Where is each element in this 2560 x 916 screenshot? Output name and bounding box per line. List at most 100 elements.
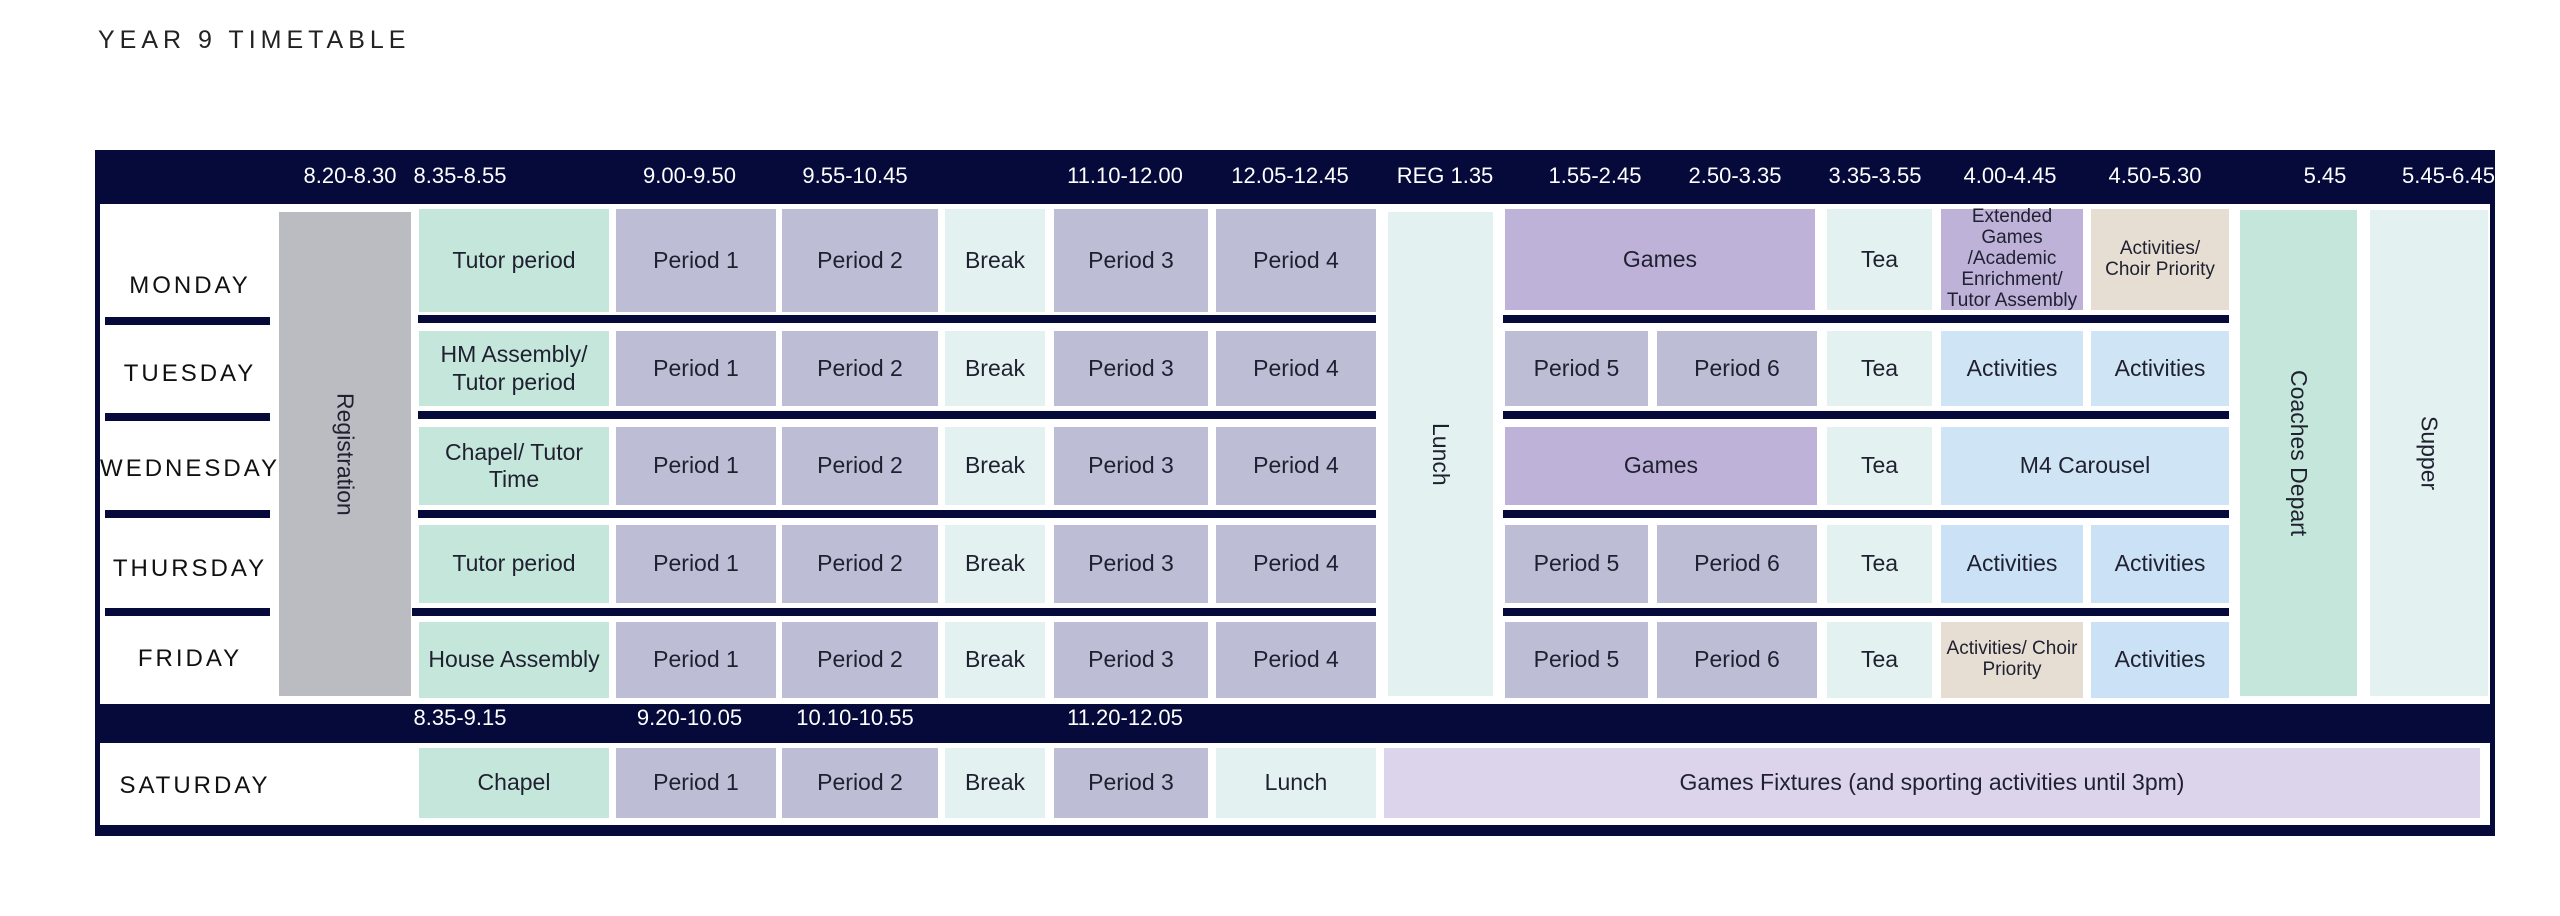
- saturday-time-header: 8.35-9.15: [413, 705, 507, 730]
- row-separator: [1503, 510, 2229, 518]
- thursday-tea: Tea: [1827, 525, 1932, 603]
- row-separator: [412, 608, 1376, 616]
- time-header: 9.00-9.50: [643, 163, 736, 188]
- time-header: 11.10-12.00: [1067, 163, 1183, 188]
- tuesday-period-6: Period 6: [1657, 331, 1817, 406]
- time-header: 2.50-3.35: [1688, 163, 1782, 188]
- tuesday-period-3: Period 3: [1054, 331, 1208, 406]
- time-header: 9.55-10.45: [802, 163, 908, 188]
- row-separator: [418, 315, 1376, 323]
- wednesday-period-1: Period 1: [616, 427, 776, 505]
- time-header: 3.35-3.55: [1828, 163, 1922, 188]
- friday-period-6: Period 6: [1657, 622, 1817, 698]
- monday-period-3: Period 3: [1054, 209, 1208, 312]
- saturday-period-1: Period 1: [616, 748, 776, 818]
- thursday-tutor-period: Tutor period: [419, 525, 609, 603]
- registration-label: Registration: [332, 392, 359, 516]
- day-label-friday: FRIDAY: [137, 645, 243, 672]
- saturday-break: Break: [945, 748, 1045, 818]
- monday-period-2: Period 2: [782, 209, 938, 312]
- tuesday-activities-2: Activities: [2091, 331, 2229, 406]
- row-separator: [1503, 315, 2229, 323]
- friday-break: Break: [945, 622, 1045, 698]
- thursday-period-3: Period 3: [1054, 525, 1208, 603]
- day-separator: [105, 413, 270, 421]
- monday-extended-games: Extended Games /Academic Enrichment/ Tut…: [1941, 206, 2083, 311]
- monday-period-1: Period 1: [616, 209, 776, 312]
- tuesday-period-5: Period 5: [1505, 331, 1648, 406]
- day-separator: [105, 608, 270, 616]
- tuesday-period-1: Period 1: [616, 331, 776, 406]
- friday-period-5: Period 5: [1505, 622, 1648, 698]
- monday-period-4: Period 4: [1216, 209, 1376, 312]
- time-header: 1.55-2.45: [1548, 163, 1642, 188]
- day-label-monday: MONDAY: [129, 272, 251, 299]
- thursday-period-2: Period 2: [782, 525, 938, 603]
- time-header: 4.00-4.45: [1963, 163, 2057, 188]
- saturday-games-fixtures: Games Fixtures (and sporting activities …: [1384, 748, 2480, 818]
- tuesday-period-2: Period 2: [782, 331, 938, 406]
- wednesday-period-2: Period 2: [782, 427, 938, 505]
- time-header: 8.20-8.30: [303, 163, 397, 188]
- time-header: 12.05-12.45: [1231, 163, 1349, 188]
- lunch-block: Lunch: [1388, 212, 1493, 696]
- saturday-period-3: Period 3: [1054, 748, 1208, 818]
- coaches-depart-label: Coaches Depart: [2286, 369, 2313, 537]
- friday-period-2: Period 2: [782, 622, 938, 698]
- friday-house-assembly: House Assembly: [419, 622, 609, 698]
- tuesday-activities-1: Activities: [1941, 331, 2083, 406]
- registration-block: Registration: [279, 212, 411, 696]
- wednesday-period-3: Period 3: [1054, 427, 1208, 505]
- time-header: 4.50-5.30: [2108, 163, 2202, 188]
- coaches-depart-block: Coaches Depart: [2240, 210, 2357, 696]
- row-separator: [418, 411, 1376, 419]
- thursday-period-1: Period 1: [616, 525, 776, 603]
- saturday-lunch: Lunch: [1216, 748, 1376, 818]
- row-separator: [418, 510, 1376, 518]
- tuesday-break: Break: [945, 331, 1045, 406]
- saturday-chapel: Chapel: [419, 748, 609, 818]
- thursday-period-4: Period 4: [1216, 525, 1376, 603]
- friday-activities: Activities: [2091, 622, 2229, 698]
- time-header: 8.35-8.55: [413, 163, 507, 188]
- saturday-period-2: Period 2: [782, 748, 938, 818]
- friday-period-3: Period 3: [1054, 622, 1208, 698]
- day-separator: [105, 510, 270, 518]
- tuesday-hm-assembly: HM Assembly/ Tutor period: [419, 331, 609, 406]
- thursday-activities-2: Activities: [2091, 525, 2229, 603]
- row-separator: [1503, 411, 2229, 419]
- lunch-label: Lunch: [1428, 422, 1455, 486]
- wednesday-break: Break: [945, 427, 1045, 505]
- friday-tea: Tea: [1827, 622, 1932, 698]
- time-header: 5.45-6.45: [2402, 163, 2495, 188]
- tuesday-period-4: Period 4: [1216, 331, 1376, 406]
- friday-activities-choir: Activities/ Choir Priority: [1941, 622, 2083, 698]
- monday-games: Games: [1505, 209, 1815, 310]
- supper-block: Supper: [2370, 210, 2488, 696]
- wednesday-tea: Tea: [1827, 427, 1932, 505]
- wednesday-chapel-tutor: Chapel/ Tutor Time: [419, 427, 609, 505]
- wednesday-period-4: Period 4: [1216, 427, 1376, 505]
- monday-activities-choir: Activities/ Choir Priority: [2091, 209, 2229, 310]
- thursday-break: Break: [945, 525, 1045, 603]
- supper-label: Supper: [2416, 415, 2443, 491]
- wednesday-games: Games: [1505, 427, 1817, 505]
- thursday-period-5: Period 5: [1505, 525, 1648, 603]
- day-label-saturday: SATURDAY: [119, 772, 271, 799]
- thursday-activities-1: Activities: [1941, 525, 2083, 603]
- wednesday-m4-carousel: M4 Carousel: [1941, 427, 2229, 505]
- day-label-thursday: THURSDAY: [112, 555, 268, 582]
- monday-tutor-period: Tutor period: [419, 209, 609, 312]
- page-title: YEAR 9 TIMETABLE: [98, 26, 411, 54]
- saturday-time-header: 9.20-10.05: [636, 705, 743, 730]
- tuesday-tea: Tea: [1827, 331, 1932, 406]
- saturday-time-header: 10.10-10.55: [796, 705, 914, 730]
- monday-tea: Tea: [1827, 209, 1932, 310]
- friday-period-4: Period 4: [1216, 622, 1376, 698]
- friday-period-1: Period 1: [616, 622, 776, 698]
- row-separator: [1503, 608, 2229, 616]
- day-separator: [105, 317, 270, 325]
- day-label-wednesday: WEDNESDAY: [100, 455, 280, 482]
- saturday-time-header: 11.20-12.05: [1067, 705, 1183, 730]
- thursday-period-6: Period 6: [1657, 525, 1817, 603]
